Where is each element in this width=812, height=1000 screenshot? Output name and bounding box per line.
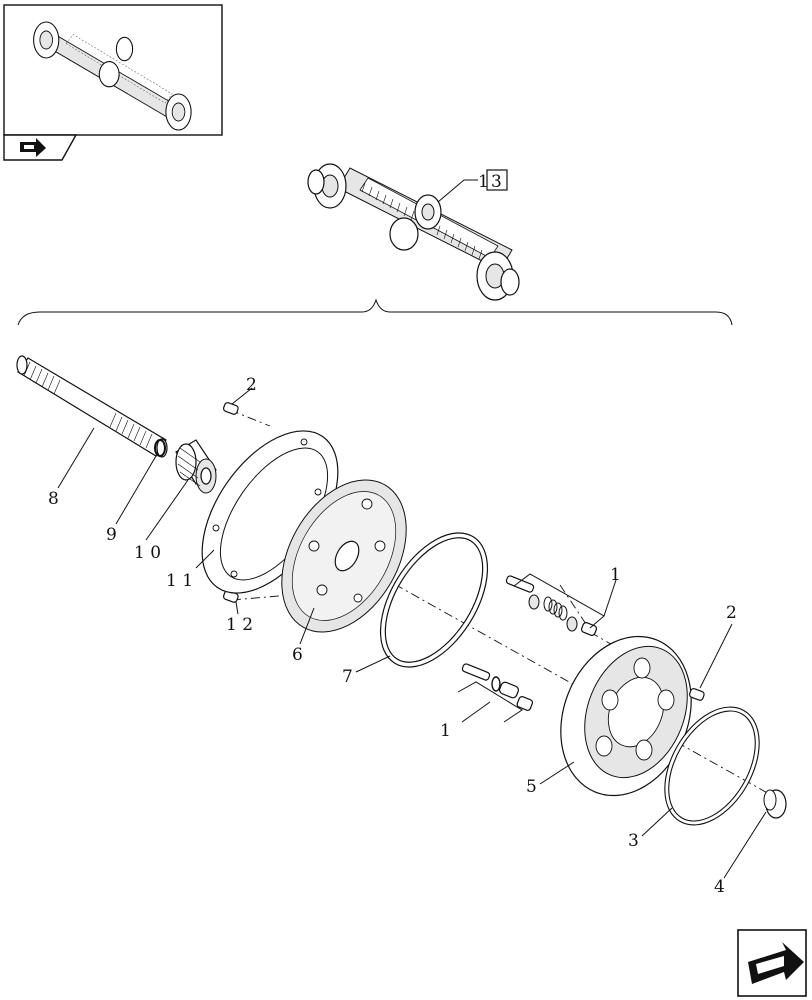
callout-2b: 2 [726, 603, 737, 623]
callout-3: 3 [628, 831, 639, 851]
ref-number: 1 [478, 172, 489, 192]
callout-12: 1 2 [226, 615, 253, 635]
part-ring [664, 706, 760, 826]
thumbnail-panel[interactable] [3, 4, 223, 161]
callout-8: 8 [48, 489, 59, 509]
callout-5: 5 [526, 777, 537, 797]
part-bushing [763, 789, 787, 819]
nav-arrow-icon[interactable] [20, 138, 46, 157]
reference-callout: 1 3 [437, 169, 508, 203]
next-page-button[interactable] [737, 929, 807, 997]
callout-2a: 2 [246, 375, 257, 395]
callout-11: 1 1 [166, 571, 193, 591]
part-pin-upper [222, 402, 239, 415]
axle-assembly-image [307, 163, 520, 301]
part-valve-set-upper [505, 573, 617, 636]
part-valve-set-lower [457, 663, 534, 723]
callout-labels: 2 8 9 1 0 1 1 1 2 6 7 1 1 2 5 3 4 [48, 375, 737, 897]
thumbnail-axle-image [33, 21, 192, 131]
callout-4: 4 [714, 877, 725, 897]
part-hub [175, 439, 217, 494]
callout-9: 9 [106, 525, 117, 545]
callout-6: 6 [292, 645, 303, 665]
part-pin-right [688, 688, 705, 701]
exploded-view-brace [17, 298, 733, 326]
part-o-ring-large [379, 532, 489, 668]
part-friction-disc [281, 479, 407, 633]
callout-1a: 1 [610, 565, 621, 585]
next-page-arrow-icon [748, 942, 804, 984]
part-piston-housing [560, 635, 692, 797]
callout-1b: 1 [440, 721, 451, 741]
part-snap-ring [154, 439, 166, 457]
callout-10: 1 0 [134, 543, 161, 563]
ref-box-number: 3 [491, 172, 502, 192]
callout-7: 7 [342, 667, 353, 687]
part-shaft [16, 355, 168, 458]
leader-lines [57, 387, 767, 879]
